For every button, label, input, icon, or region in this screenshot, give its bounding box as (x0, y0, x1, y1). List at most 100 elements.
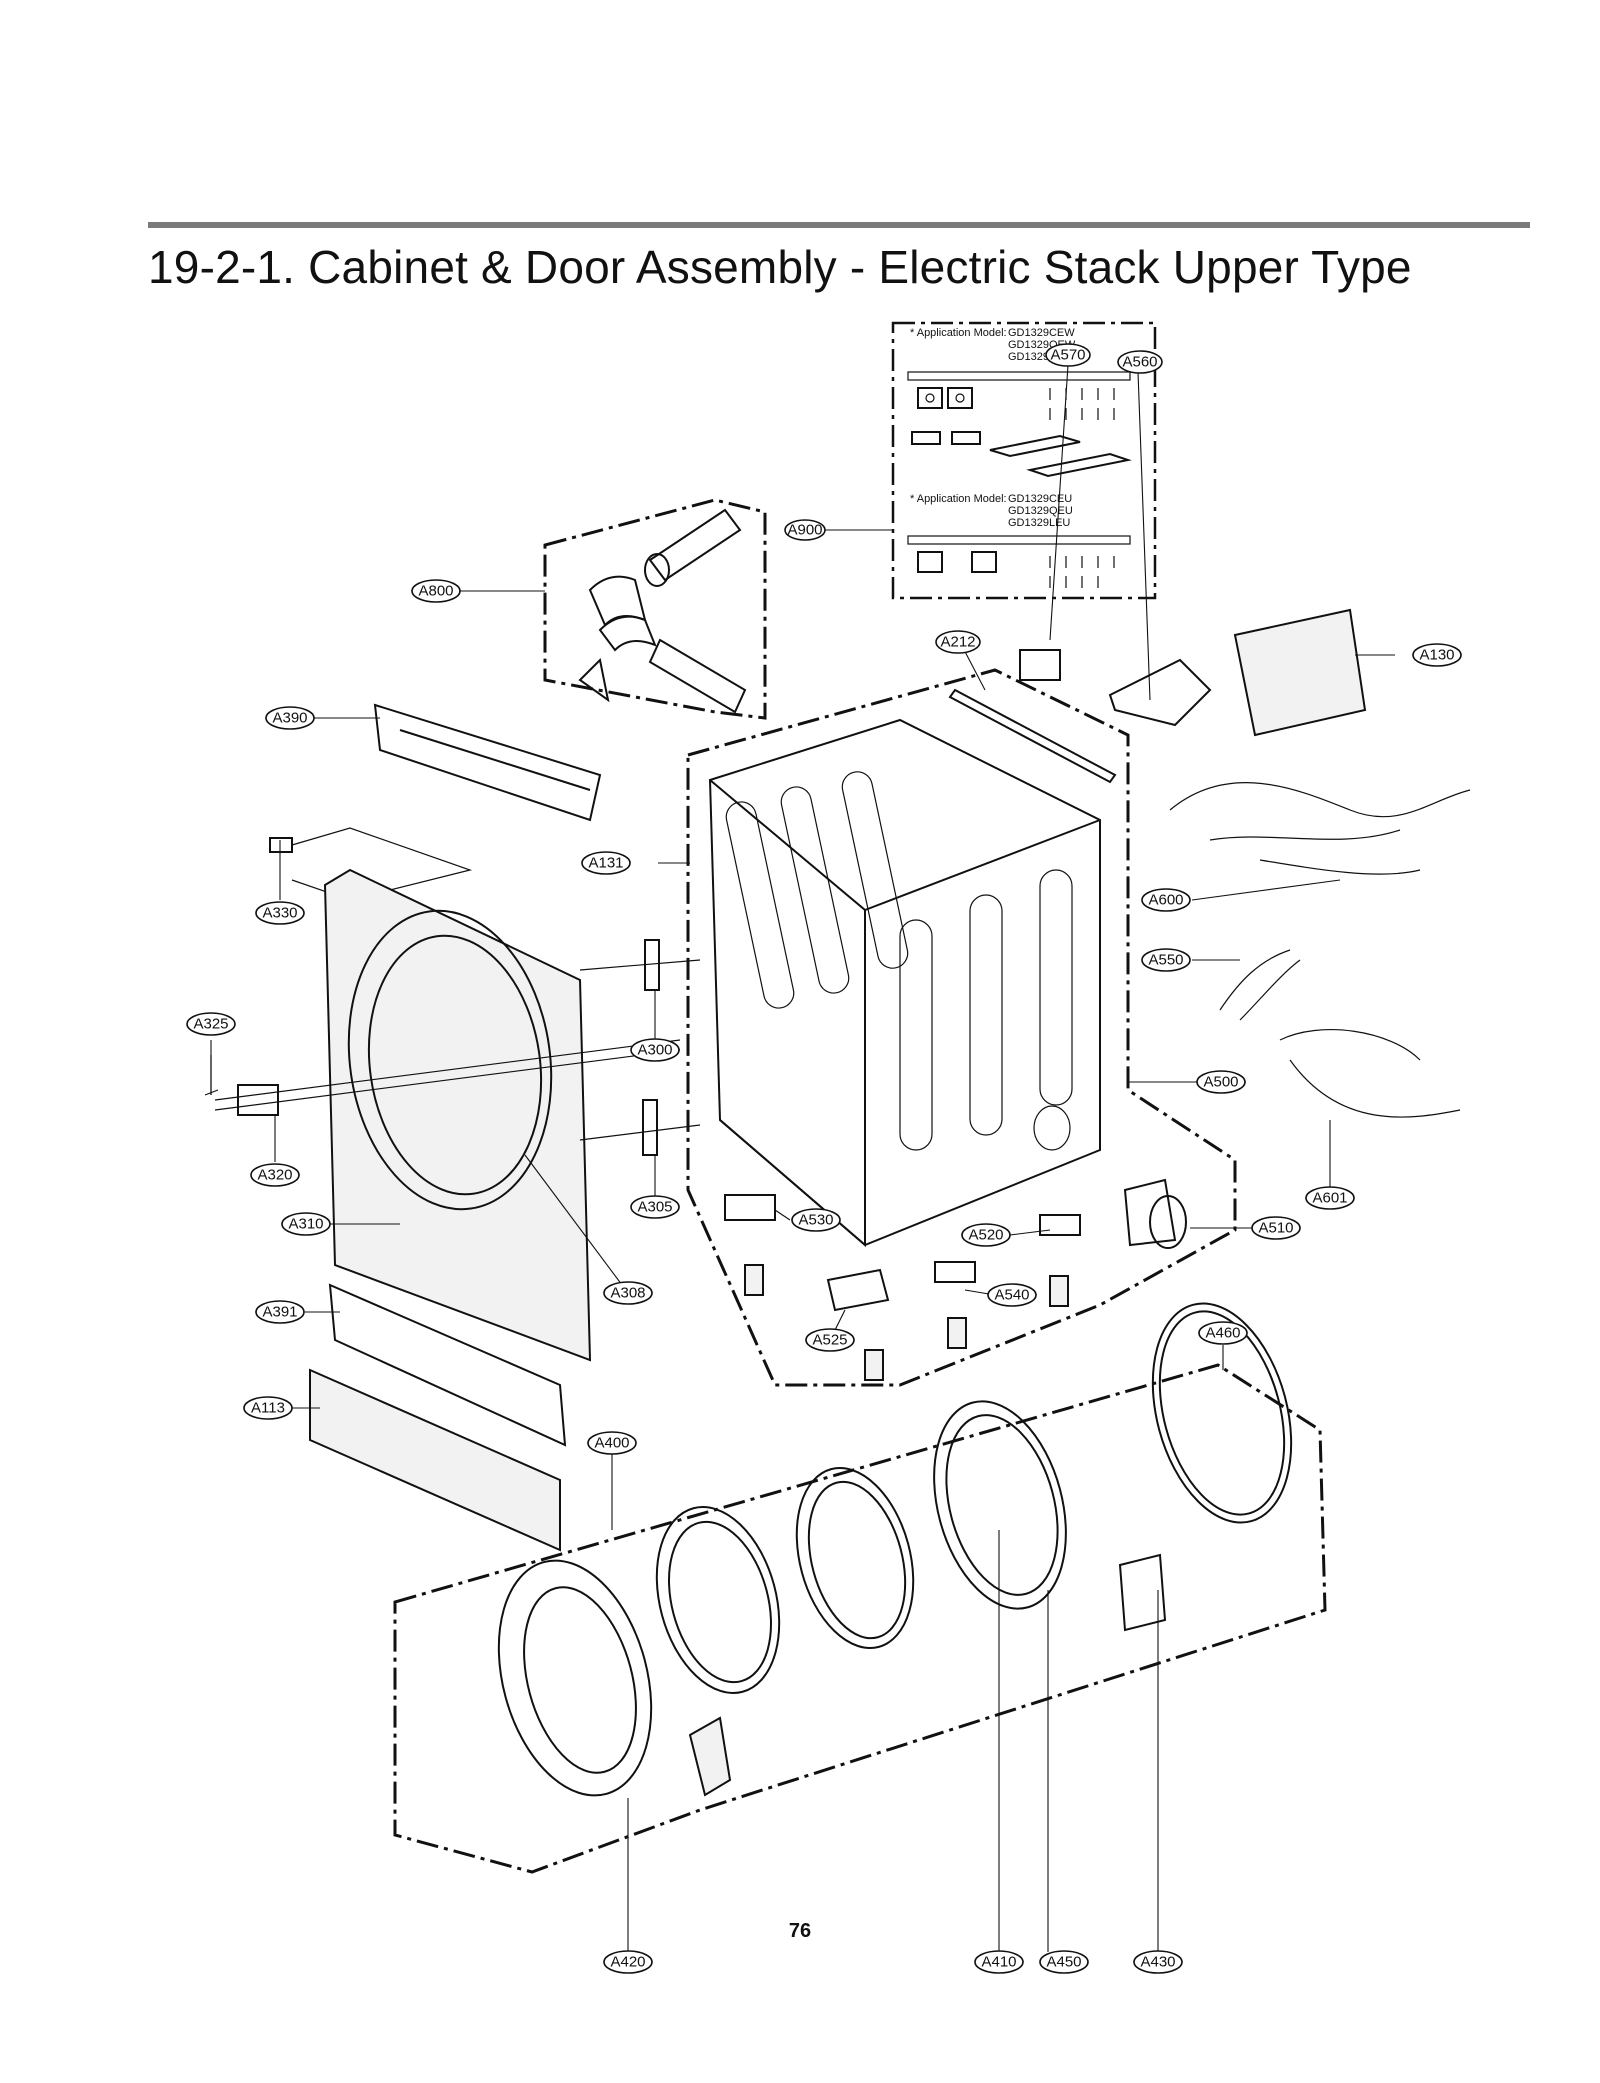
svg-text:A520: A520 (968, 1227, 1003, 1244)
svg-text:A308: A308 (610, 1285, 645, 1302)
svg-text:A570: A570 (1050, 347, 1085, 364)
cover-plate-part (1019, 649, 1061, 681)
svg-text:A325: A325 (193, 1016, 228, 1033)
callout-a113: A113 (243, 1396, 293, 1420)
leader-lines (210, 364, 1395, 1952)
panel-clip-part (269, 837, 293, 853)
inset-group1-model-1: GD1329CEW (1008, 327, 1075, 339)
callout-a525: A525 (805, 1328, 855, 1352)
duct-part (1108, 658, 1212, 727)
side-bracket-part (237, 1084, 279, 1116)
leveling-foot-4 (1049, 1275, 1069, 1307)
svg-text:A300: A300 (637, 1042, 672, 1059)
leveling-foot-1 (744, 1264, 764, 1296)
sub-harness-part (1279, 1029, 1461, 1118)
svg-text:A600: A600 (1148, 892, 1183, 909)
callout-a131: A131 (581, 851, 631, 875)
hinge-lower-part (642, 1099, 658, 1156)
svg-text:A510: A510 (1258, 1220, 1293, 1237)
svg-text:A460: A460 (1205, 1325, 1240, 1342)
svg-text:A310: A310 (288, 1216, 323, 1233)
svg-text:A540: A540 (994, 1287, 1029, 1304)
svg-text:A391: A391 (262, 1304, 297, 1321)
svg-text:A130: A130 (1419, 647, 1454, 664)
svg-text:A900: A900 (787, 522, 822, 539)
callout-a460: A460 (1198, 1321, 1248, 1345)
svg-text:A601: A601 (1312, 1190, 1347, 1207)
svg-text:A212: A212 (940, 634, 975, 651)
page-number: 76 (788, 1920, 812, 1942)
main-harness-part (1169, 782, 1471, 875)
svg-text:A131: A131 (588, 855, 623, 872)
svg-text:A320: A320 (257, 1167, 292, 1184)
svg-text:A525: A525 (812, 1332, 847, 1349)
svg-text:A550: A550 (1148, 952, 1183, 969)
svg-text:A330: A330 (262, 905, 297, 922)
svg-text:A113: A113 (251, 1400, 285, 1417)
control-box-part (1233, 608, 1367, 737)
top-strip-part (948, 688, 1117, 784)
callout-a601: A601 (1305, 1186, 1355, 1210)
inset-group2-model-2: GD1329QEU (1008, 505, 1073, 517)
callout-a391: A391 (255, 1300, 305, 1324)
inset-group2-heading: * Application Model: (910, 493, 1007, 505)
callout-a410: A410 (974, 1950, 1024, 1974)
door-boundary (393, 1363, 1327, 1874)
callout-a310: A310 (281, 1212, 331, 1236)
callout-a540: A540 (987, 1283, 1037, 1307)
foot-bracket-a525-part (826, 1268, 890, 1312)
door-parts (497, 1302, 1293, 1797)
hinge-upper-part (644, 939, 660, 991)
leveling-foot-3 (947, 1317, 967, 1349)
power-cord-part (1219, 949, 1301, 1021)
application-model-inset: * Application Model: GD1329CEW GD1329QEW… (891, 321, 1157, 600)
svg-text:A305: A305 (637, 1199, 672, 1216)
callout-a530: A530 (791, 1208, 841, 1232)
foot-bracket-a540-part (934, 1261, 976, 1283)
page-title: 19-2-1. Cabinet & Door Assembly - Electr… (148, 241, 1412, 293)
callout-a550: A550 (1141, 948, 1191, 972)
callout-a420: A420 (603, 1950, 653, 1974)
top-bracket-part (373, 703, 602, 822)
vent-kit-group (543, 498, 767, 720)
svg-text:A530: A530 (798, 1212, 833, 1229)
front-panel-part (323, 868, 592, 1362)
cabinet-part (708, 718, 1101, 1248)
inset-group1-heading: * Application Model: (910, 327, 1007, 339)
callout-a450: A450 (1039, 1950, 1089, 1974)
inset-group2-model-1: GD1329CEU (1008, 493, 1072, 505)
callout-a320: A320 (250, 1163, 300, 1187)
cabinet-boundary (686, 668, 1237, 1387)
foot-bracket-a530-part (724, 1194, 776, 1221)
svg-text:A450: A450 (1046, 1954, 1081, 1971)
callout-a560: A560 (1117, 350, 1163, 374)
kick-plate-part (309, 1368, 561, 1552)
callout-a308: A308 (603, 1281, 653, 1305)
callout-a390: A390 (265, 706, 315, 730)
callout-a130: A130 (1412, 643, 1462, 667)
inset-group2-model-3: GD1329LEU (1008, 517, 1070, 529)
svg-text:A500: A500 (1203, 1074, 1238, 1091)
callout-a305: A305 (630, 1195, 680, 1219)
lower-bracket-part (328, 1283, 567, 1447)
svg-text:A430: A430 (1140, 1954, 1175, 1971)
svg-text:A400: A400 (594, 1435, 629, 1452)
callout-a325: A325 (186, 1012, 236, 1036)
svg-text:A410: A410 (981, 1954, 1016, 1971)
callout-a212: A212 (935, 630, 981, 654)
callout-a500: A500 (1196, 1070, 1246, 1094)
svg-text:A390: A390 (272, 710, 307, 727)
svg-text:A560: A560 (1122, 354, 1157, 371)
callout-a570: A570 (1045, 343, 1091, 367)
callout-a430: A430 (1133, 1950, 1183, 1974)
leveling-foot-2 (864, 1349, 884, 1381)
foot-bracket-a520-part (1039, 1214, 1081, 1236)
callout-a600: A600 (1141, 888, 1191, 912)
title-rule (148, 222, 1530, 228)
svg-text:A800: A800 (418, 583, 453, 600)
svg-text:A420: A420 (610, 1954, 645, 1971)
callout-a330: A330 (255, 901, 305, 925)
callout-a400: A400 (587, 1431, 637, 1455)
callout-a510: A510 (1251, 1216, 1301, 1240)
